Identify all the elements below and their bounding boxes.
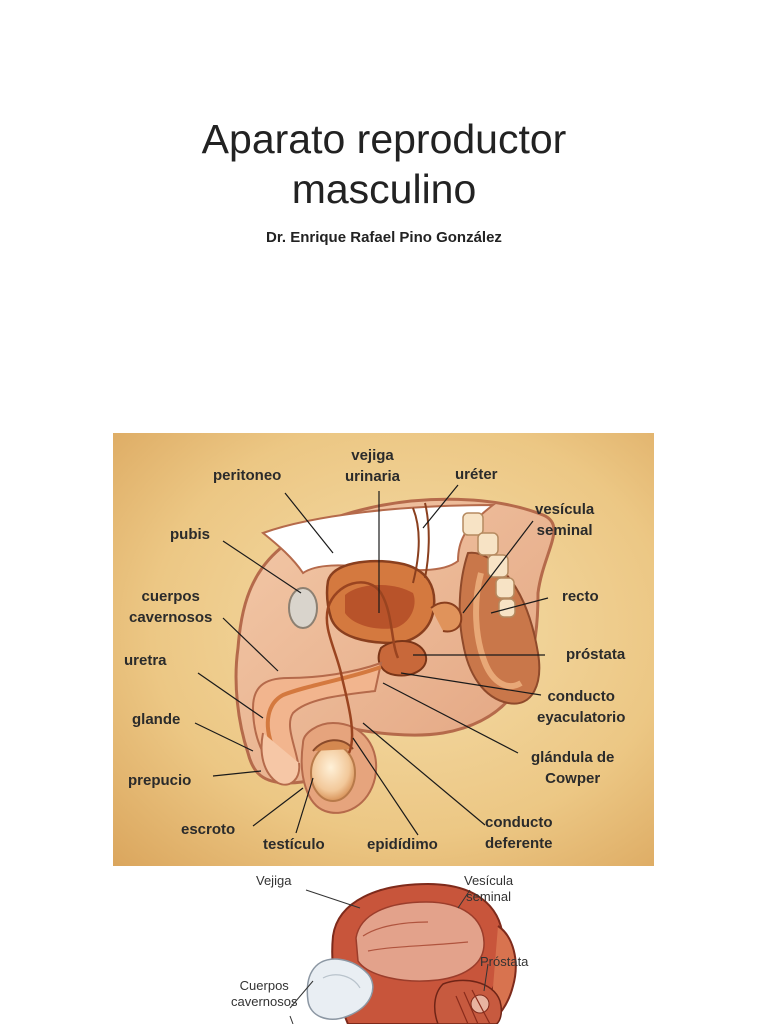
- label-conducto-def-line1: conducto: [485, 812, 553, 833]
- title-line-1: Aparato reproductor: [0, 114, 768, 164]
- label-prostata-2: Próstata: [480, 954, 528, 970]
- label-glande: glande: [132, 709, 180, 730]
- label-cuerpos-cavernosos: cuerpos cavernosos: [129, 586, 212, 628]
- label-cuerpos-cavernosos-2: Cuerpos cavernosos: [231, 978, 297, 1010]
- page-subtitle: Dr. Enrique Rafael Pino González: [0, 229, 768, 246]
- label-vesicula-seminal: vesícula seminal: [535, 499, 594, 541]
- title-line-2: masculino: [0, 164, 768, 214]
- label-escroto: escroto: [181, 819, 235, 840]
- label-cuerpos-2-line1: Cuerpos: [231, 978, 297, 994]
- label-recto: recto: [562, 586, 599, 607]
- label-vejiga-2: Vejiga: [256, 873, 291, 889]
- label-glandula-line2: Cowper: [531, 768, 614, 789]
- label-vesicula-line2: seminal: [535, 520, 594, 541]
- label-cuerpos-line1: cuerpos: [129, 586, 212, 607]
- label-vesicula-seminal-2: Vesícula seminal: [464, 873, 513, 905]
- label-vejiga-line2: urinaria: [345, 466, 400, 487]
- label-testiculo: testículo: [263, 834, 325, 855]
- label-conducto-eyac-line2: eyaculatorio: [537, 707, 625, 728]
- label-cuerpos-line2: cavernosos: [129, 607, 212, 628]
- label-peritoneo: peritoneo: [213, 465, 281, 486]
- anatomy-illustration-sagittal: peritoneo vejiga urinaria uréter vesícul…: [113, 433, 654, 866]
- label-glandula-cowper: glándula de Cowper: [531, 747, 614, 789]
- page-title: Aparato reproductor masculino: [0, 114, 768, 214]
- label-prostata: próstata: [566, 644, 625, 665]
- label-ureter: uréter: [455, 464, 498, 485]
- label-uretra: uretra: [124, 650, 167, 671]
- label-prepucio: prepucio: [128, 770, 191, 791]
- label-conducto-eyac-line1: conducto: [537, 686, 625, 707]
- label-vesicula-line1: vesícula: [535, 499, 594, 520]
- label-epididimo: epidídimo: [367, 834, 438, 855]
- label-conducto-eyaculatorio: conducto eyaculatorio: [537, 686, 625, 728]
- label-vesicula-2-line1: Vesícula: [464, 873, 513, 889]
- label-conducto-deferente: conducto deferente: [485, 812, 553, 854]
- label-vejiga-urinaria: vejiga urinaria: [345, 445, 400, 487]
- anatomy-illustration-bladder-prostate: Vejiga Vesícula seminal Próstata Cuerpos…: [228, 866, 548, 1024]
- label-conducto-def-line2: deferente: [485, 833, 553, 854]
- label-vejiga-line1: vejiga: [345, 445, 400, 466]
- label-glandula-line1: glándula de: [531, 747, 614, 768]
- label-vesicula-2-line2: seminal: [464, 889, 513, 905]
- label-pubis: pubis: [170, 524, 210, 545]
- label-cuerpos-2-line2: cavernosos: [231, 994, 297, 1010]
